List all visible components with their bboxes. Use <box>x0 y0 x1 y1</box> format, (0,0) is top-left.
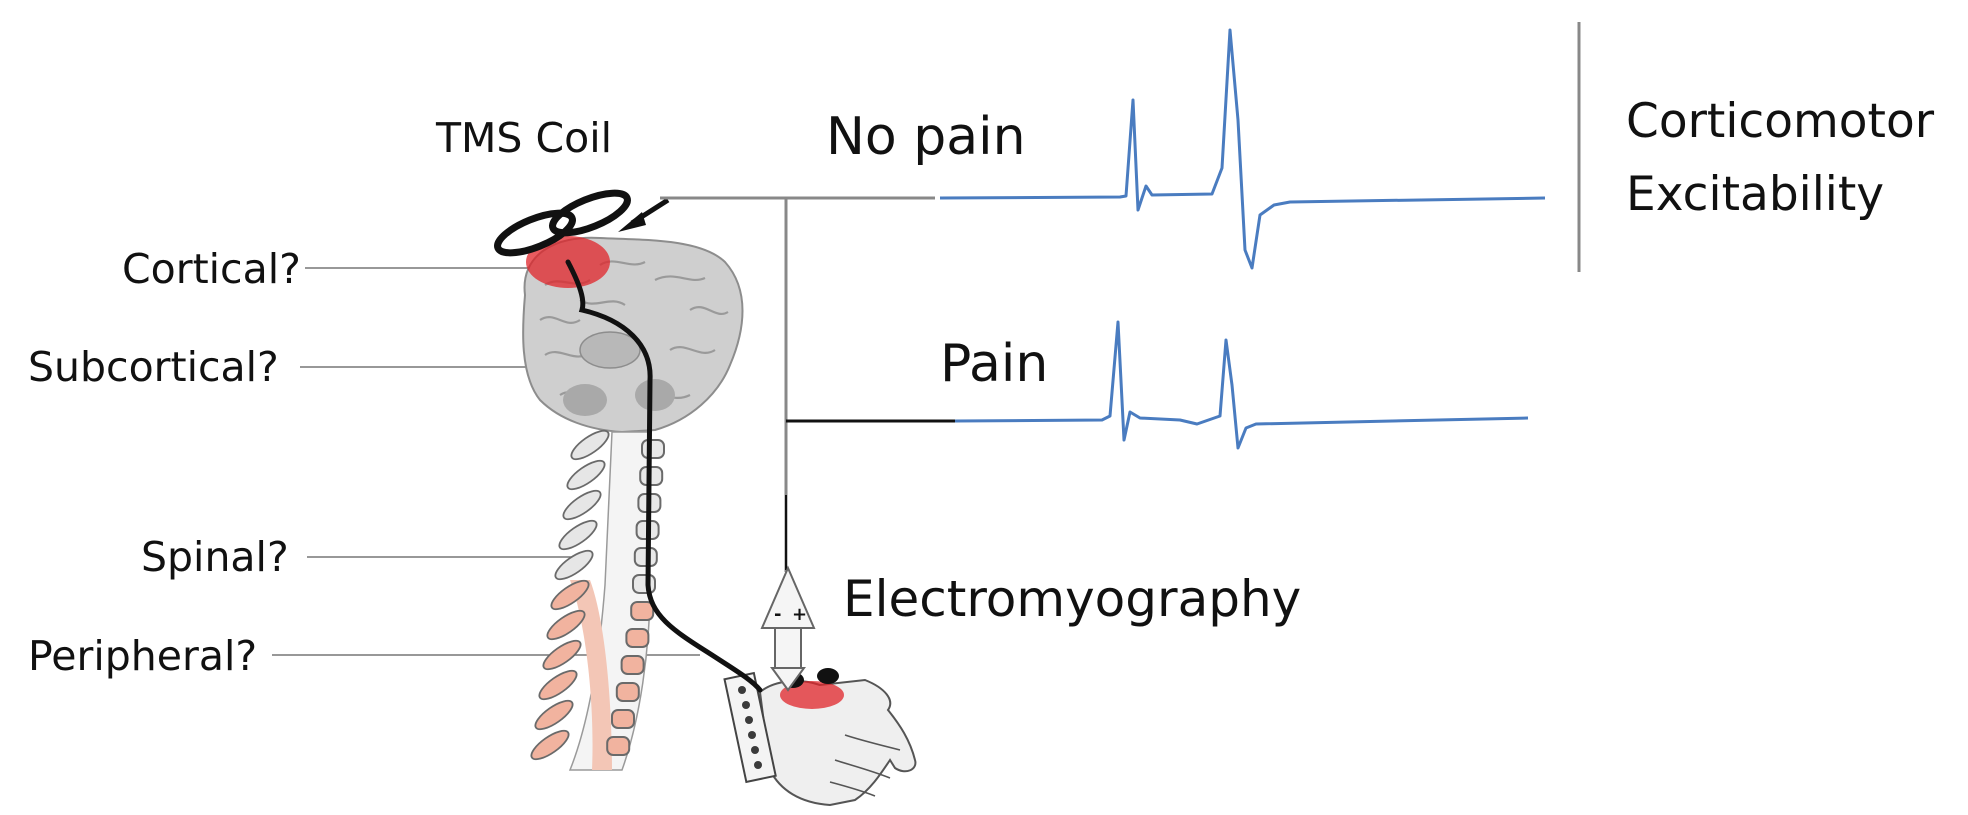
no-pain-trace <box>940 30 1545 268</box>
vertebra-process <box>555 516 600 554</box>
vertebra-body <box>612 710 634 728</box>
vertebra-body <box>622 656 644 674</box>
vertebra-process <box>559 486 604 524</box>
electromyography-label: Electromyography <box>843 574 1301 624</box>
vertebra-process <box>535 666 580 704</box>
vertebra-process <box>527 726 572 764</box>
vertebra-body <box>642 440 664 458</box>
vertebra-body <box>631 602 653 620</box>
site-label-spinal: Spinal? <box>141 537 289 578</box>
coil-arrow-head <box>618 212 646 232</box>
vertebra-process <box>563 456 608 494</box>
vertebra-process <box>543 606 588 644</box>
svg-text:+: + <box>792 604 807 625</box>
vertebra-process <box>531 696 576 734</box>
hand-icon <box>725 668 916 805</box>
site-label-subcortical: Subcortical? <box>28 347 279 388</box>
spine-icon <box>527 426 664 770</box>
vertebra-body <box>607 737 629 755</box>
emg-electrode-2 <box>817 668 839 684</box>
vertebra-process <box>567 426 612 464</box>
tms-coil-label: TMS Coil <box>436 118 612 159</box>
svg-text:-: - <box>774 604 781 625</box>
pain-label: Pain <box>940 338 1048 390</box>
outcome-label-line1: Corticomotor <box>1626 98 1934 145</box>
vertebra-process <box>551 546 596 584</box>
site-label-cortical: Cortical? <box>122 249 301 290</box>
outcome-label-line2: Excitability <box>1626 171 1884 218</box>
no-pain-label: No pain <box>826 111 1026 163</box>
amplifier-icon: - + <box>762 568 814 690</box>
vertebra-body <box>626 629 648 647</box>
vertebra-body <box>617 683 639 701</box>
vertebra-body <box>633 575 655 593</box>
site-label-peripheral: Peripheral? <box>28 636 257 677</box>
